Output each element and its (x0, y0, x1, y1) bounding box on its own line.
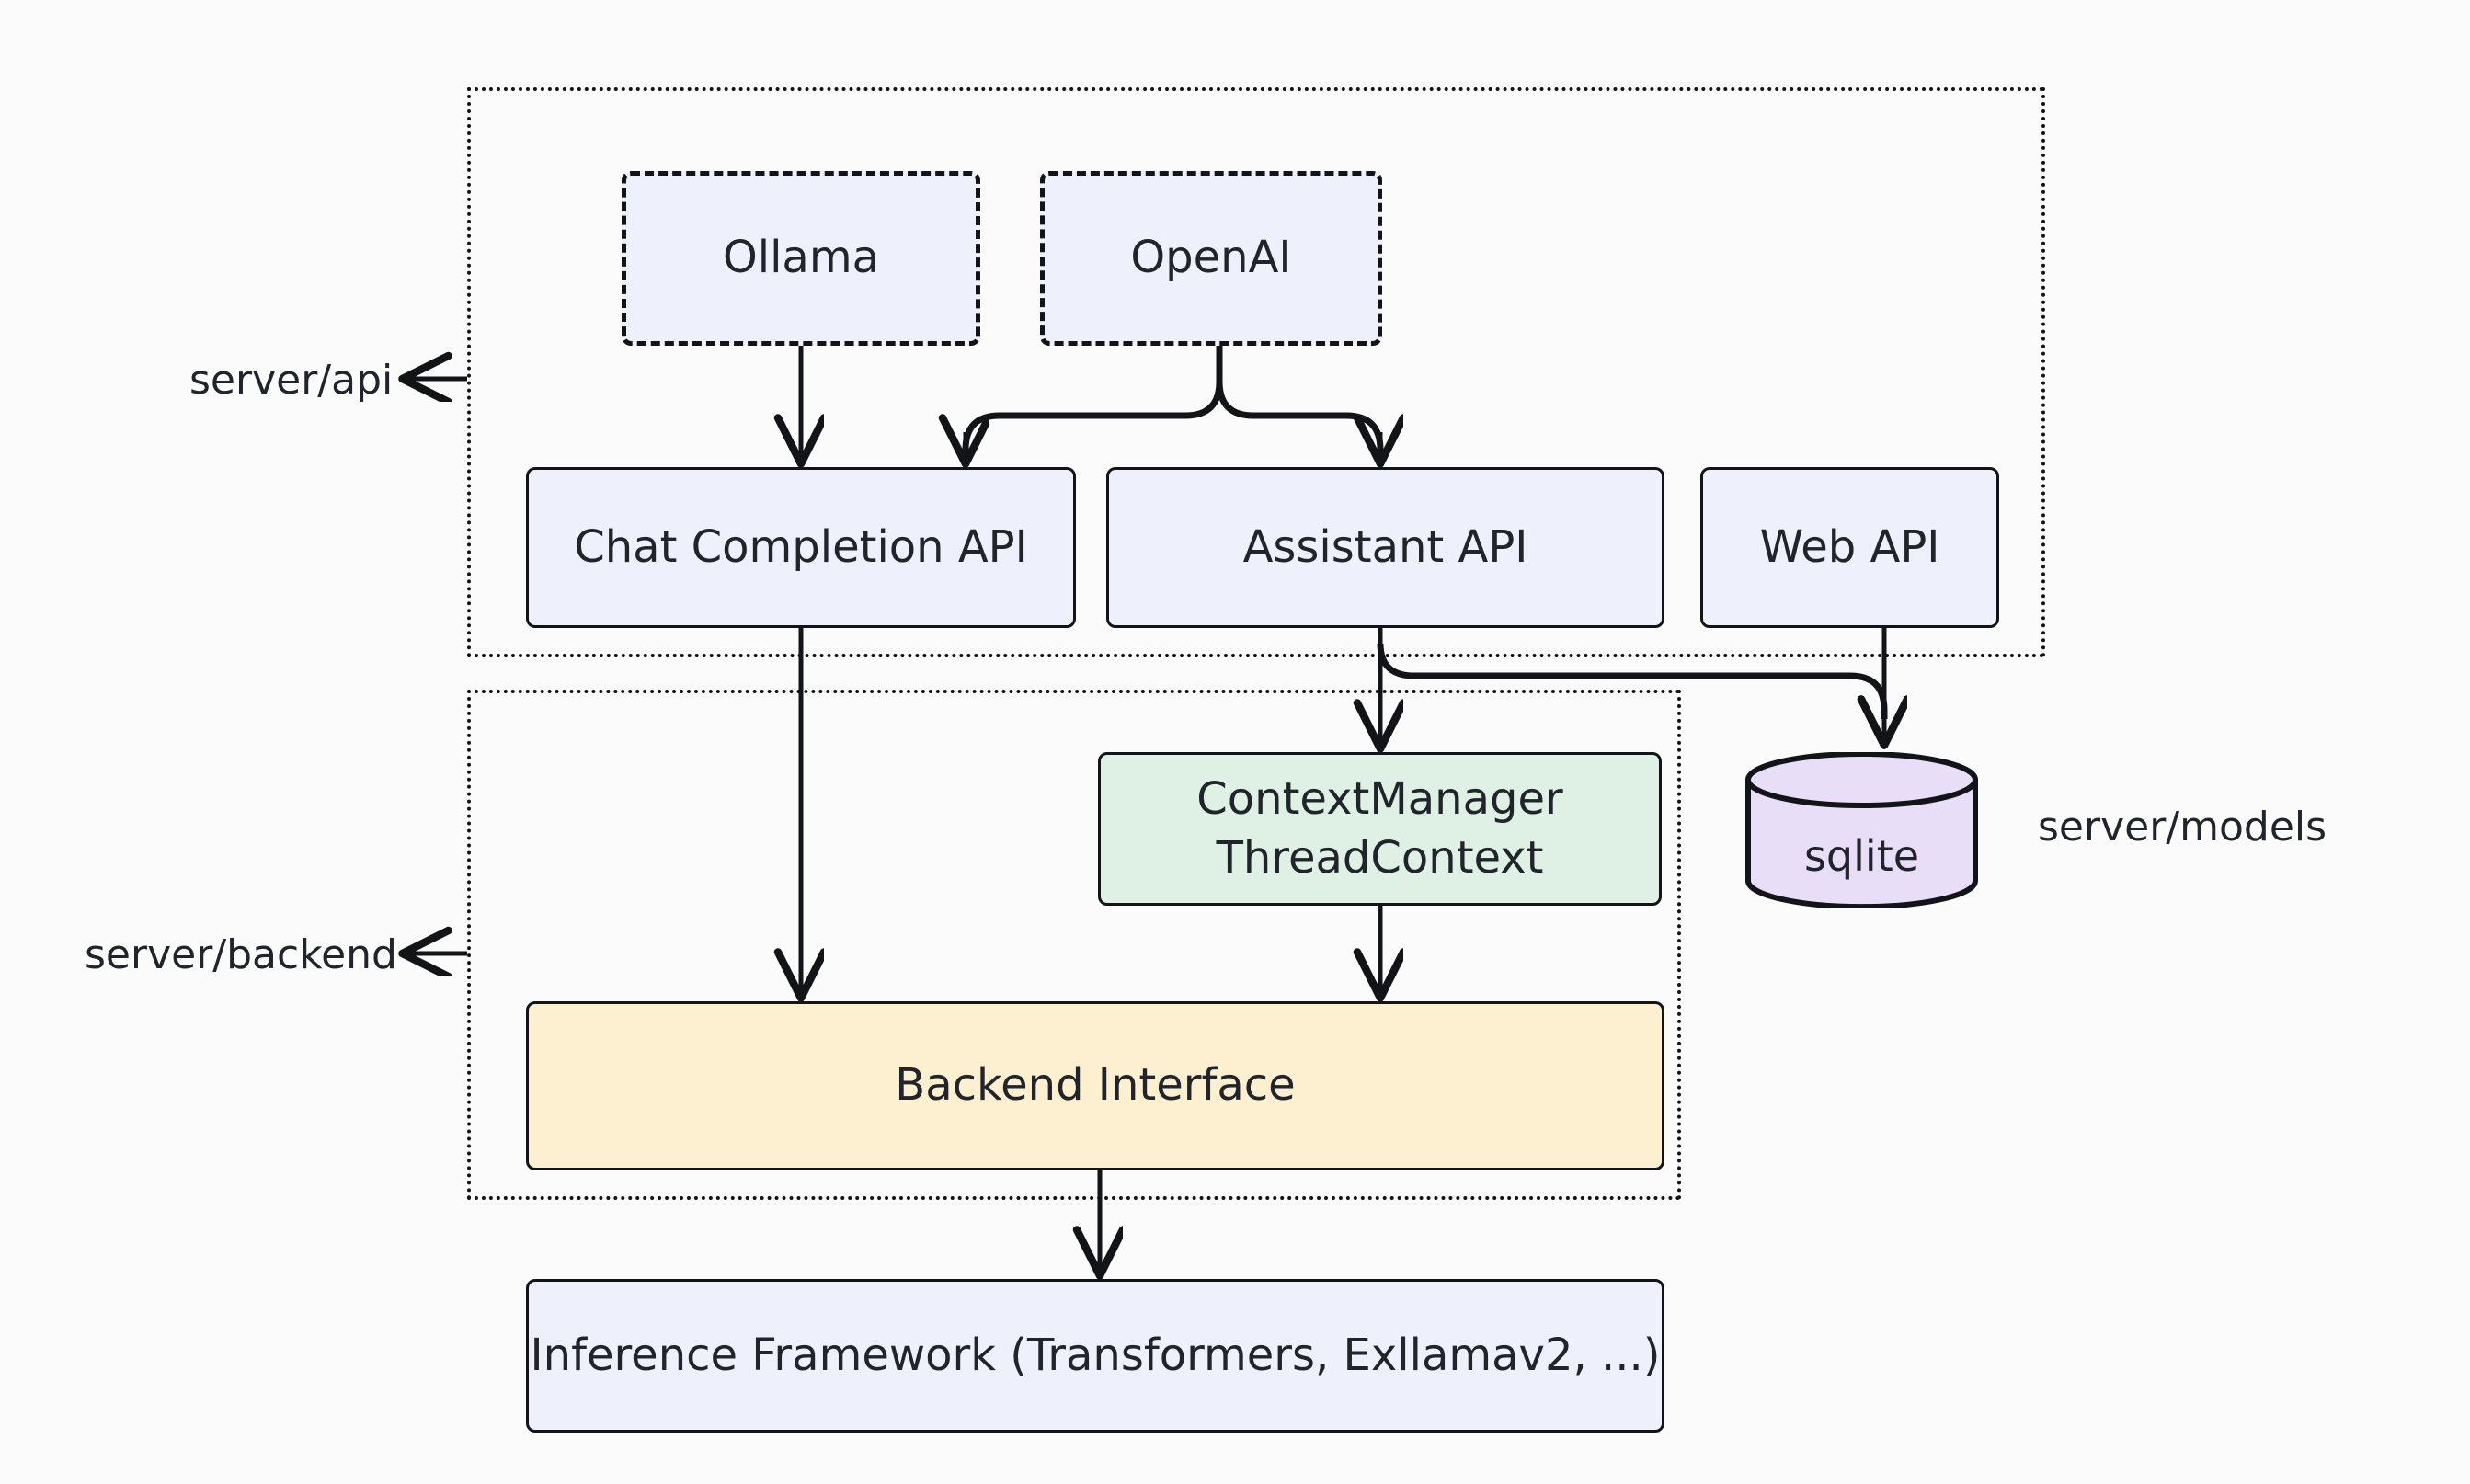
node-context-manager[interactable]: ContextManager ThreadContext (1098, 752, 1662, 906)
label-server-models: server/models (2038, 804, 2327, 850)
node-web-api[interactable]: Web API (1700, 467, 1999, 628)
cluster-server-api (467, 87, 2045, 657)
label-server-api: server/api (189, 357, 394, 404)
node-backend-interface[interactable]: Backend Interface (526, 1001, 1664, 1170)
node-assistant-api[interactable]: Assistant API (1106, 467, 1664, 628)
sqlite-label: sqlite (1803, 831, 1920, 881)
node-ollama[interactable]: Ollama (622, 171, 980, 346)
cluster-server-backend (467, 690, 1681, 1200)
context-manager-line-2: ThreadContext (1216, 831, 1544, 884)
label-server-backend: server/backend (85, 931, 397, 978)
cylinder-shape (1745, 751, 1978, 910)
node-openai[interactable]: OpenAI (1040, 171, 1382, 346)
node-inference-framework[interactable]: Inference Framework (Transformers, Exlla… (526, 1279, 1664, 1433)
context-manager-line-1: ContextManager (1196, 773, 1563, 826)
node-chat-completion-api[interactable]: Chat Completion API (526, 467, 1076, 628)
node-sqlite[interactable]: sqlite (1744, 751, 1979, 910)
